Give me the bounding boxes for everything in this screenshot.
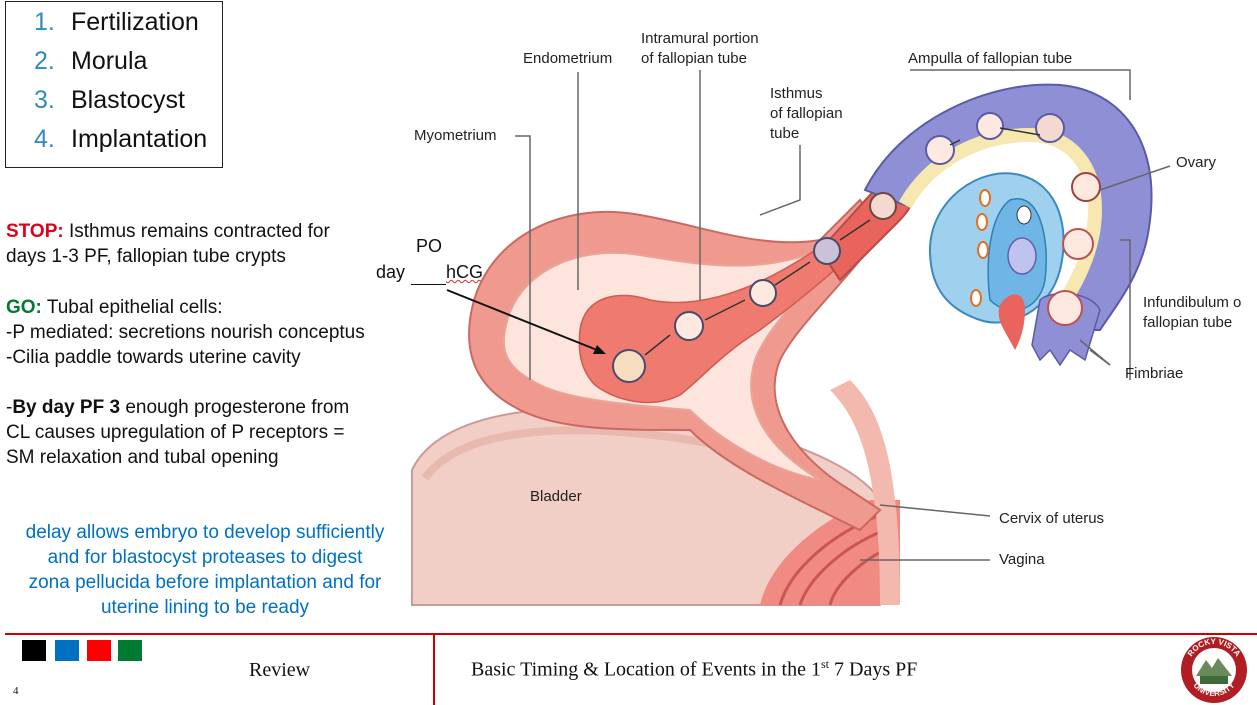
footer-title: Basic Timing & Location of Events in the…	[471, 657, 918, 681]
hcg-label: hCG	[446, 262, 484, 282]
footer-rule	[5, 633, 1257, 635]
page-number: 4	[13, 685, 19, 697]
day3-paragraph: -By day PF 3 enough progesterone from CL…	[6, 397, 350, 468]
university-seal-logo: ROCKY VISTA UNIVERSITY	[1181, 637, 1247, 703]
swatch-red	[87, 640, 111, 661]
label-fimbriae: Fimbriae	[1125, 365, 1184, 382]
swatch-green	[118, 640, 142, 661]
label-ovary: Ovary	[1176, 154, 1217, 171]
footer-divider	[433, 634, 435, 705]
label-ampulla: Ampulla of fallopian tube	[908, 50, 1073, 67]
tube-lumen	[898, 127, 1103, 325]
label-vagina: Vagina	[999, 551, 1045, 568]
steps-list: 1.Fertilization 2.Morula 3.Blastocyst 4.…	[5, 1, 223, 168]
stop-keyword: STOP:	[6, 221, 64, 242]
uterine-cavity	[578, 214, 882, 404]
label-myometrium: Myometrium	[414, 127, 497, 144]
reproductive-tract-diagram	[411, 69, 1171, 606]
day-label: day	[376, 262, 406, 282]
swatch-blue	[55, 640, 79, 661]
swatch-black	[22, 640, 46, 661]
footer-review: Review	[249, 659, 311, 681]
go-paragraph: GO: Tubal epithelial cells: -P mediated:…	[6, 297, 365, 368]
list-item: 2.Morula	[34, 47, 148, 75]
follicle	[1007, 237, 1037, 275]
go-keyword: GO:	[6, 297, 42, 318]
list-item: 4.Implantation	[34, 125, 208, 153]
label-cervix: Cervix of uterus	[999, 510, 1105, 527]
stop-paragraph: STOP: Isthmus remains contracted for day…	[6, 221, 330, 267]
label-bladder: Bladder	[530, 488, 582, 505]
list-item: 1.Fertilization	[34, 8, 199, 36]
blank-underline	[411, 284, 446, 285]
po-label: PO	[416, 236, 443, 256]
label-endometrium: Endometrium	[523, 50, 613, 67]
delay-paragraph: delay allows embryo to develop sufficien…	[25, 522, 385, 618]
list-item: 3.Blastocyst	[34, 86, 185, 114]
